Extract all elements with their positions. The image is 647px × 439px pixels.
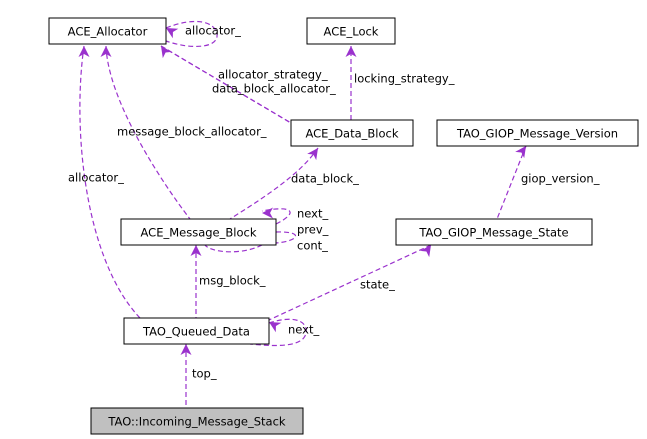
arrowhead-e-stack-top xyxy=(180,344,192,355)
node-label-ace_allocator: ACE_Allocator xyxy=(68,25,148,39)
node-tao_queued_data[interactable]: TAO_Queued_Data xyxy=(123,317,270,345)
edge-label-e-mb-prev: prev_ xyxy=(297,223,329,237)
node-label-tao_giop_msg_state: TAO_GIOP_Message_State xyxy=(418,226,568,240)
edge-e-state-giopver xyxy=(496,145,527,220)
arrowhead-e-qd-msgblock xyxy=(190,245,202,256)
edge-label-e-mb-cont: cont_ xyxy=(297,239,328,253)
node-ace_data_block[interactable]: ACE_Data_Block xyxy=(290,119,414,147)
node-box-tao_giop_msg_state[interactable] xyxy=(395,218,593,246)
node-label-tao_queued_data: TAO_Queued_Data xyxy=(142,325,250,339)
edge-label-e-alloc-self: allocator_ xyxy=(185,24,241,38)
node-tao_giop_msg_state[interactable]: TAO_GIOP_Message_State xyxy=(395,218,593,246)
edge-label-e-qd-state: state_ xyxy=(360,278,395,292)
node-box-ace_allocator[interactable] xyxy=(48,17,167,45)
node-label-ace_message_block: ACE_Message_Block xyxy=(141,226,257,240)
edge-e-alloc-self xyxy=(165,20,218,47)
edge-labels-layer: allocator_allocator_strategy_data_block_… xyxy=(68,24,600,381)
arrowhead-e-mb-datablock xyxy=(307,148,318,161)
node-tao_giop_msg_version[interactable]: TAO_GIOP_Message_Version xyxy=(436,119,639,147)
edge-e-qd-state xyxy=(268,244,432,321)
edge-e-mb-prev xyxy=(275,231,297,244)
node-label-incoming_msg_stack: TAO::Incoming_Message_Stack xyxy=(107,415,286,429)
edge-label-e-mb-datablock: data_block_ xyxy=(291,172,359,186)
node-ace_allocator[interactable]: ACE_Allocator xyxy=(48,17,167,45)
node-box-ace_lock[interactable] xyxy=(306,17,396,45)
edge-label-e-stack-top: top_ xyxy=(192,367,217,381)
node-incoming_msg_stack[interactable]: TAO::Incoming_Message_Stack xyxy=(90,407,304,435)
edge-label-e-qd-next: next_ xyxy=(288,323,319,337)
edge-e-mb-cont xyxy=(204,244,263,253)
node-ace_message_block[interactable]: ACE_Message_Block xyxy=(120,218,277,246)
node-label-ace_data_block: ACE_Data_Block xyxy=(305,127,398,141)
arrowhead-e-db-lock xyxy=(345,46,357,57)
node-box-ace_message_block[interactable] xyxy=(120,218,277,246)
edge-label-e-db-alloc-strat: allocator_strategy_ xyxy=(218,68,328,82)
arrowhead-e-qd-next xyxy=(269,322,282,333)
node-box-tao_queued_data[interactable] xyxy=(123,317,270,345)
edge-label-e-qd-msgblock: msg_block_ xyxy=(199,274,266,288)
arrowhead-e-alloc-self xyxy=(166,28,179,39)
edge-e-mb-msgalloc xyxy=(105,45,191,220)
edge-label-e-qd-allocator: allocator_ xyxy=(68,171,124,185)
node-label-ace_lock: ACE_Lock xyxy=(324,25,379,39)
node-box-incoming_msg_stack[interactable] xyxy=(90,407,304,435)
arrowhead-e-qd-allocator xyxy=(78,46,90,57)
edge-label-e-mb-next: next_ xyxy=(297,207,328,221)
edge-label-e-mb-msgalloc: message_block_allocator_ xyxy=(117,125,267,139)
edge-e-db-blk-alloc xyxy=(160,45,292,124)
arrowhead-e-mb-msgalloc xyxy=(100,46,112,57)
edge-label-e-db-blk-alloc: data_block_allocator_ xyxy=(212,82,336,96)
edge-e-qd-next xyxy=(249,318,307,347)
node-ace_lock[interactable]: ACE_Lock xyxy=(306,17,396,45)
arrowhead-e-state-giopver xyxy=(515,146,526,159)
edge-label-e-state-giopver: giop_version_ xyxy=(521,172,600,186)
arrowhead-e-qd-state xyxy=(420,245,431,258)
edge-label-e-db-lock: locking_strategy_ xyxy=(354,72,455,86)
arrowhead-e-db-alloc-strat xyxy=(161,46,172,59)
node-box-tao_giop_msg_version[interactable] xyxy=(436,119,639,147)
edge-e-mb-datablock xyxy=(229,147,319,220)
edge-e-qd-allocator xyxy=(79,45,141,319)
edges-layer xyxy=(79,20,527,408)
arrowheads-layer xyxy=(78,28,526,355)
node-label-tao_giop_msg_version: TAO_GIOP_Message_Version xyxy=(456,127,618,141)
arrowhead-e-mb-next xyxy=(262,207,273,219)
node-box-ace_data_block[interactable] xyxy=(290,119,414,147)
